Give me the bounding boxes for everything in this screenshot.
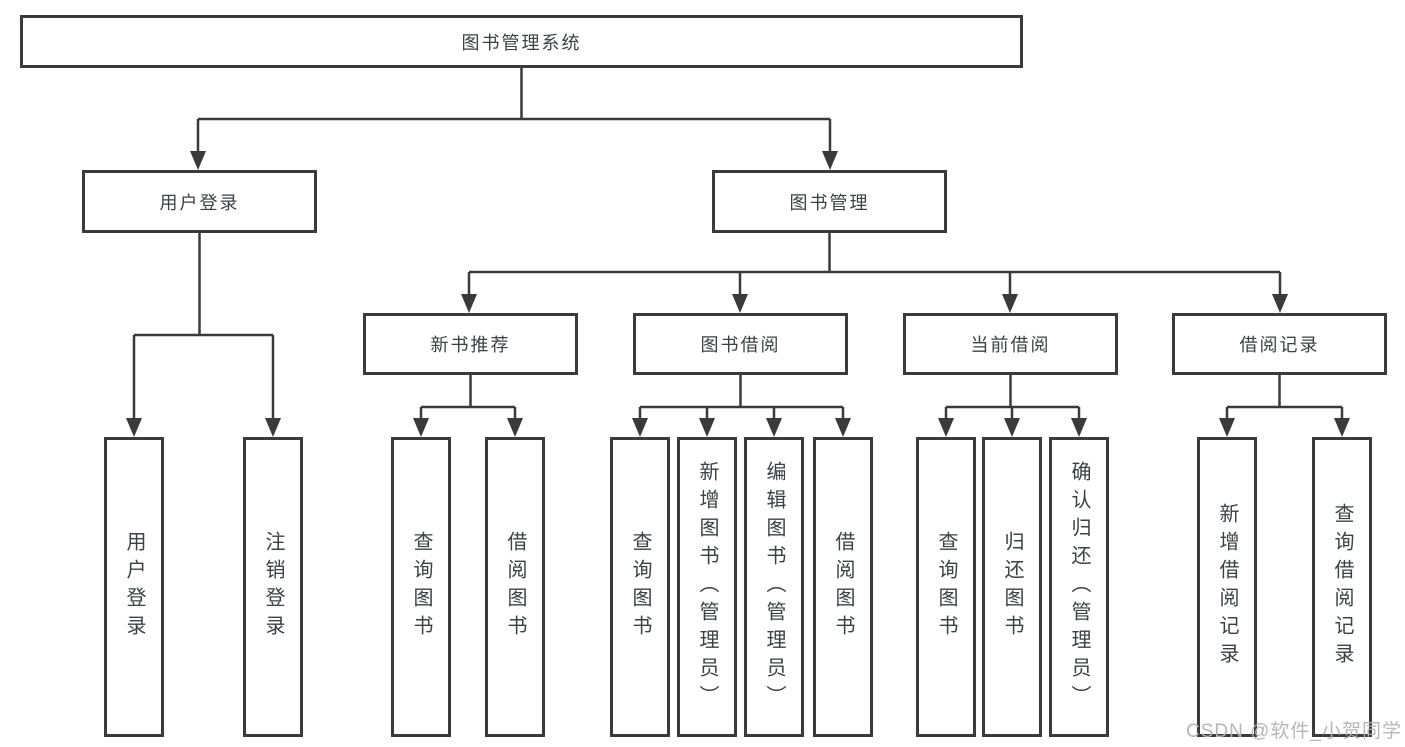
connector-root-to-level2 [190,68,838,170]
node-root: 图书管理系统 [20,15,1023,68]
leaf-query-books-borrow: 查询图书 [610,437,670,737]
connector-current-borrow-to-leaves [938,375,1087,437]
node-current-borrow: 当前借阅 [903,313,1118,375]
leaf-confirm-return-admin: 确认归还（管理员） [1049,437,1109,737]
node-book-borrow: 图书借阅 [633,313,848,375]
leaf-query-books-recommend-label: 查询图书 [410,531,432,643]
leaf-add-books-admin: 新增图书（管理员） [677,437,737,737]
node-book-management-label: 图书管理 [789,192,870,213]
leaf-user-login-label: 用户登录 [123,531,145,643]
leaf-confirm-return-admin-label: 确认归还（管理员） [1068,461,1090,713]
leaf-borrow-books-recommend: 借阅图书 [485,437,545,737]
node-borrow-records-label: 借阅记录 [1239,335,1320,355]
node-new-book-recommend: 新书推荐 [363,313,578,375]
leaf-borrow-books-recommend-label: 借阅图书 [504,531,526,643]
leaf-return-books-label: 归还图书 [1001,531,1023,643]
node-root-label: 图书管理系统 [461,32,582,53]
leaf-query-books-recommend: 查询图书 [391,437,451,737]
leaf-query-books-current-label: 查询图书 [935,531,957,643]
leaf-query-borrow-record: 查询借阅记录 [1312,437,1372,737]
node-current-borrow-label: 当前借阅 [970,335,1051,355]
leaf-edit-books-admin: 编辑图书（管理员） [744,437,804,737]
leaf-edit-books-admin-label: 编辑图书（管理员） [763,461,785,713]
node-book-borrow-label: 图书借阅 [700,335,781,355]
leaf-logout: 注销登录 [243,437,303,737]
connector-book-borrow-to-leaves [632,375,851,437]
node-book-management: 图书管理 [712,170,947,233]
node-borrow-records: 借阅记录 [1172,313,1387,375]
node-user-login-label: 用户登录 [159,192,240,213]
connector-user-login-to-leaves [126,233,281,437]
connector-borrow-records-to-leaves [1219,375,1350,437]
leaf-query-books-borrow-label: 查询图书 [629,531,651,643]
leaf-query-books-current: 查询图书 [916,437,976,737]
leaf-return-books: 归还图书 [982,437,1042,737]
node-new-book-recommend-label: 新书推荐 [430,335,511,355]
leaf-borrow-books-label: 借阅图书 [832,531,854,643]
leaf-add-borrow-record: 新增借阅记录 [1197,437,1257,737]
node-user-login: 用户登录 [82,170,317,233]
leaf-user-login: 用户登录 [104,437,164,737]
connector-book-management-to-level3 [461,233,1288,313]
csdn-watermark: CSDN @软件_小贺同学 [1186,721,1402,742]
connector-new-book-recommend-to-leaves [413,375,523,437]
leaf-borrow-books: 借阅图书 [813,437,873,737]
leaf-add-books-admin-label: 新增图书（管理员） [696,461,718,713]
leaf-logout-label: 注销登录 [262,531,284,643]
leaf-add-borrow-record-label: 新增借阅记录 [1216,503,1238,671]
leaf-query-borrow-record-label: 查询借阅记录 [1331,503,1353,671]
